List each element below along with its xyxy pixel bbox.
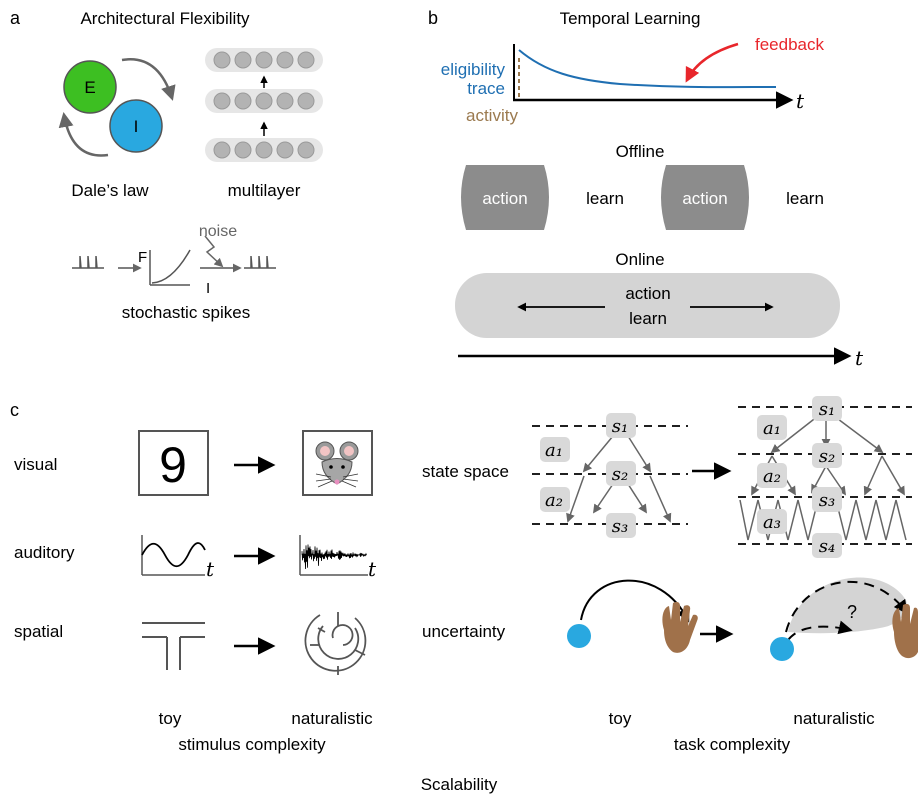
naturalistic-agent (770, 637, 794, 661)
inhibitory-neuron (109, 99, 163, 153)
uncertain-reach-arrow-2 (787, 620, 853, 641)
feedback-label: feedback (755, 35, 824, 54)
offline-action-box-1 (461, 165, 549, 230)
panel-b-letter: b (428, 8, 438, 28)
panel-c-letter: c (10, 400, 19, 420)
stochastic-spikes-diagram (72, 235, 276, 286)
multilayer-network (205, 48, 323, 162)
stochastic-spikes-label: stochastic spikes (122, 303, 251, 322)
panel-b-title: Temporal Learning (560, 9, 701, 28)
panel-b-time-label: t (855, 346, 864, 370)
online-learn-label: learn (629, 309, 667, 328)
output-spike-train (244, 255, 276, 269)
fi-curve (151, 249, 191, 284)
online-action-label: action (625, 284, 670, 303)
digit-stimulus-box (138, 430, 209, 496)
sine-time-label: t (206, 557, 215, 581)
circular-maze (304, 612, 367, 675)
uncertainty-label: uncertainty (422, 622, 506, 641)
feedback-arrow (685, 42, 739, 83)
svg-text:a₃: a₃ (763, 512, 781, 533)
visual-label: visual (14, 455, 57, 474)
svg-text:a₂: a₂ (545, 490, 563, 511)
dales-law-label: Dale’s law (71, 181, 149, 200)
task-naturalistic-label: naturalistic (793, 709, 875, 728)
noise-arrow (204, 235, 224, 268)
panel-c: c visual 9 auditory t (10, 396, 918, 794)
naturalistic-state-tree: s₁ s₂ s₃ s₄ a₁ a₂ a₃ (738, 396, 912, 558)
sound-time-label: t (368, 557, 377, 581)
e-to-i-arrow (121, 58, 176, 101)
excitatory-label: E (84, 78, 95, 97)
offline-learn-1-label: learn (586, 189, 624, 208)
toy-agent (567, 624, 591, 648)
task-toy-label: toy (609, 709, 632, 728)
inhibitory-label: I (134, 117, 139, 136)
toy-state-tree: s₁ s₂ s₃ a₁ a₂ (532, 413, 688, 538)
natural-sound-wave (301, 544, 367, 570)
i-to-e-arrow (58, 112, 109, 157)
trace-label: trace (467, 79, 505, 98)
toy-hand-icon (662, 602, 698, 653)
trace-time-label: t (796, 89, 805, 113)
svg-text:a₁: a₁ (763, 418, 781, 439)
svg-text:s₄: s₄ (819, 536, 835, 557)
svg-text:s₃: s₃ (612, 516, 628, 537)
stimulus-complexity-label: stimulus complexity (178, 735, 326, 754)
activity-label: activity (466, 106, 518, 125)
state-space-label: state space (422, 462, 509, 481)
offline-action-1-label: action (482, 189, 527, 208)
auditory-label: auditory (14, 543, 75, 562)
naturalistic-hand-icon (892, 604, 918, 659)
digit-stimulus: 9 (159, 437, 187, 493)
uncertain-reach-arrow-1 (785, 580, 908, 633)
noise-label: noise (199, 223, 237, 240)
svg-text:s₂: s₂ (819, 446, 835, 467)
stimulus-naturalistic-label: naturalistic (291, 709, 373, 728)
panel-a: a Architectural Flexibility E I Dale’s l… (10, 8, 323, 322)
eligibility-trace-curve (518, 49, 777, 89)
task-complexity-label: task complexity (674, 735, 791, 754)
svg-text:s₃: s₃ (819, 490, 835, 511)
svg-text:s₁: s₁ (819, 399, 835, 420)
eligibility-label: eligibility (441, 60, 506, 79)
scalability-label: Scalability (421, 775, 498, 794)
multilayer-label: multilayer (228, 181, 301, 200)
sine-wave (141, 542, 206, 568)
panel-a-letter: a (10, 8, 21, 28)
t-maze (142, 622, 205, 670)
panel-b: b Temporal Learning feedback eligibility… (428, 8, 864, 370)
offline-learn-2-label: learn (786, 189, 824, 208)
svg-text:a₁: a₁ (545, 440, 563, 461)
offline-label: Offline (616, 142, 665, 161)
svg-text:s₂: s₂ (612, 464, 628, 485)
uncertainty-question: ? (847, 602, 857, 622)
svg-text:s₁: s₁ (612, 416, 628, 437)
offline-action-box-2 (661, 165, 749, 230)
f-axis-label: F (138, 249, 147, 266)
i-axis-label: I (206, 280, 210, 297)
panel-a-title: Architectural Flexibility (80, 9, 250, 28)
spatial-label: spatial (14, 622, 63, 641)
excitatory-neuron (63, 60, 117, 114)
offline-action-2-label: action (682, 189, 727, 208)
svg-text:a₂: a₂ (763, 466, 781, 487)
online-box (455, 273, 840, 338)
input-spike-train (72, 255, 104, 269)
online-label: Online (615, 250, 664, 269)
mouse-image (302, 430, 373, 496)
stimulus-toy-label: toy (159, 709, 182, 728)
